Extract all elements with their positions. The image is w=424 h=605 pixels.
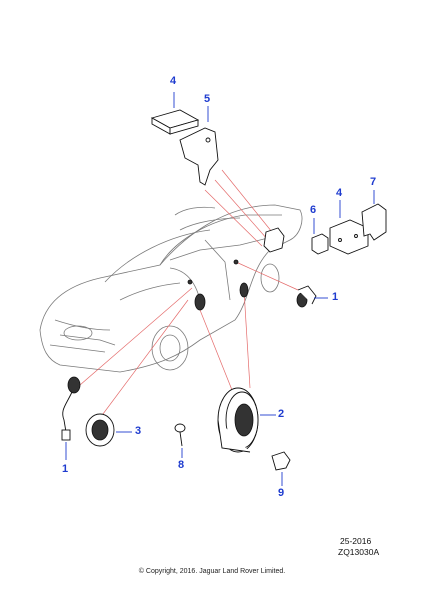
door-speaker-rear [239,282,249,298]
callout-2: 2 [278,408,285,420]
module-on-car [263,227,285,253]
callout-3: 3 [135,425,142,437]
tweeter-right [296,285,328,308]
clip [271,451,291,486]
callout-5: 5 [204,93,211,105]
speaker-large [217,387,276,453]
reference-code-1: 25-2016 [340,536,372,546]
door-speaker-front [194,293,206,311]
bracket-right [361,203,387,241]
callout-9: 9 [278,487,285,499]
speaker-small [85,413,132,447]
reference-code-2: ZQ13030A [338,547,380,557]
callout-4-right: 4 [336,187,343,199]
tweeter-mount-rear [233,259,239,265]
callout-6: 6 [310,204,317,216]
module-top [150,109,200,135]
callout-8: 8 [178,459,185,471]
screw [174,423,186,458]
module-right [329,219,369,255]
leader-lines [79,169,299,419]
callout-1-right: 1 [332,291,339,303]
module-small [311,233,329,255]
car-outline [39,204,303,373]
callout-4-top: 4 [170,75,177,87]
tweeter-left [61,376,81,460]
callout-1-left: 1 [62,463,69,475]
tweeter-mount [187,279,193,285]
bracket-top [179,127,219,186]
copyright-notice: © Copyright, 2016. Jaguar Land Rover Lim… [138,568,286,575]
callout-7: 7 [370,176,377,188]
